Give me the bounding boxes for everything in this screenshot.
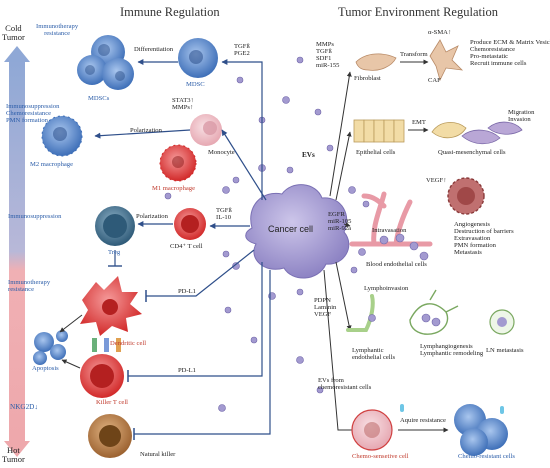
cold-hot-gradient-bar — [9, 60, 25, 443]
lymph-cells — [368, 313, 441, 327]
header-tumor-environment: Tumor Environment Regulation — [338, 5, 498, 19]
ln-metastasis-label: LN metastasis — [486, 347, 524, 354]
lymphoinvasion-label: Lymphoinvasion — [364, 285, 409, 292]
cancer-cell-label: Cancer cell — [268, 224, 314, 234]
mdsc-label: MDSC — [186, 81, 205, 88]
caf-effects-label: Produce ECM & Matrix Vesicles Chemoresis… — [470, 39, 550, 67]
bar-bottom-arrow — [4, 441, 30, 457]
polarization-label-2: Polarization — [136, 213, 168, 220]
angiogenesis-block-label: Angiogenesis Destruction of barriers Ext… — [454, 221, 514, 256]
egfr-mir-label: EGFR miR-105 miR-92a — [328, 211, 352, 232]
tgfb-il10-label: TGFß IL-10 — [216, 207, 232, 221]
apoptosis-label: Apoptosis — [32, 365, 59, 372]
cold-tumor-label: Cold Tumor — [2, 23, 25, 42]
m2-macrophage-icon — [41, 115, 83, 157]
killer-tcell-label: Killer T cell — [96, 399, 128, 406]
mdscs-cluster-icon — [77, 35, 134, 90]
ln-metastasis-icon — [489, 309, 515, 335]
lymphangiogenesis-icon — [409, 289, 459, 335]
apoptosis-icon — [33, 330, 68, 365]
immunosuppression-label: Immunosuppression — [8, 213, 62, 220]
epithelial-cells-icon — [353, 119, 405, 143]
immunosuppression-block-label: Immunosuppression Chemoresistance PMN fo… — [6, 103, 60, 124]
dendritic-cell-label: Dendritic cell — [110, 340, 147, 347]
metastatic-niche-icon — [447, 177, 485, 215]
intravasation-label: Intravasation — [372, 227, 407, 234]
chemo-resistant-label: Chemo-resistant cells — [458, 453, 515, 460]
pdpn-laminin-label: PDPN Laminin VEGF — [314, 297, 337, 318]
header-immune-regulation: Immune Regulation — [120, 5, 220, 19]
caf-icon — [429, 39, 464, 82]
tgfb-pge2-label: TGFß PGE2 — [234, 43, 250, 57]
m1-macrophage-icon — [159, 144, 197, 182]
tme-arrows — [323, 71, 357, 433]
m1-macrophage-label: M1 macrophage — [152, 185, 196, 192]
m2-macrophage-label: M2 macrophage — [30, 161, 74, 168]
pdl1-label-1: PD-L1 — [178, 288, 196, 295]
blood-endothelial-label: Blood endothelial cells — [366, 261, 427, 268]
acquire-resistance-label: Aquire resistance — [400, 417, 446, 424]
chemo-sensitive-icon — [351, 409, 393, 451]
treg-label: Treg — [108, 249, 121, 256]
mmps-tgfb-label: MMPs TGFß SDF1 miR-155 — [316, 41, 340, 69]
stat3-mmps-label: STAT3↑ MMPs↑ — [172, 97, 194, 111]
polarization-label-1: Polarization — [130, 127, 162, 134]
lymphatic-endothelial-label: Lymphantic endothelial cells — [352, 347, 396, 361]
mdscs-label: MDSCs — [88, 95, 110, 102]
immunotherapy-resistance-label-1: Immunotherapy resistance — [36, 23, 79, 37]
nkg2d-label: NKG2D↓ — [10, 403, 38, 411]
dendritic-cell-icon — [80, 276, 142, 336]
hot-tumor-label: Hot Tumor — [2, 445, 25, 464]
mdsc-cell-icon — [178, 38, 218, 78]
ev-vesicles — [164, 56, 370, 412]
chemo-sensitive-label: Chemo-sensetive cell — [352, 453, 409, 460]
immunotherapy-resistance-label-2: Immunotherapy resistance — [8, 279, 51, 293]
quasi-mesenchymal-label: Quasi-mesenchymal cells — [438, 149, 506, 156]
monocyte-icon — [190, 114, 222, 146]
intravasating-cells — [379, 233, 429, 261]
alpha-sma-label: α-SMA↑ — [428, 29, 452, 36]
fibroblast-icon — [355, 53, 397, 71]
fibroblast-label: Fibroblast — [354, 75, 381, 82]
natural-killer-label: Natural killer — [140, 451, 176, 458]
drug-capsules-icon — [400, 404, 504, 414]
evs-label: EVs — [302, 151, 315, 159]
natural-killer-icon — [88, 414, 132, 458]
treg-cell-icon — [95, 206, 135, 246]
differentiation-label: Differentiation — [134, 46, 174, 53]
migration-invasion-label: Migration Invasion — [508, 109, 535, 123]
cancer-cell-icon — [245, 184, 350, 279]
blood-vessel-icon — [349, 191, 433, 247]
killer-tcell-icon — [80, 354, 124, 398]
evs-from-chemoresistant-label: EVs from chemoresistant cells — [318, 377, 372, 391]
cd4-tcell-label: CD4⁺ T cell — [170, 243, 203, 250]
pdl1-label-2: PD-L1 — [178, 367, 196, 374]
caf-label: CAF — [428, 77, 441, 84]
quasi-mesenchymal-icon — [431, 121, 523, 145]
monocyte-label: Monocyte — [208, 149, 235, 156]
immune-arrows — [127, 59, 271, 440]
lymphangiogenesis-label: Lymphangiogenesis Lymphantic remodeling — [420, 343, 484, 357]
lymphatic-vessel-icon — [346, 294, 375, 332]
bar-top-arrow — [4, 46, 30, 62]
vegf-up-label: VEGF↑ — [426, 177, 447, 184]
emt-label: EMT — [412, 119, 426, 126]
receptor-complex-icon — [92, 338, 121, 352]
cd4-tcell-icon — [174, 208, 206, 240]
chemo-resistant-icon — [454, 404, 508, 456]
transform-label: Transform — [400, 51, 428, 58]
epithelial-cells-label: Epithelial cells — [356, 149, 396, 156]
